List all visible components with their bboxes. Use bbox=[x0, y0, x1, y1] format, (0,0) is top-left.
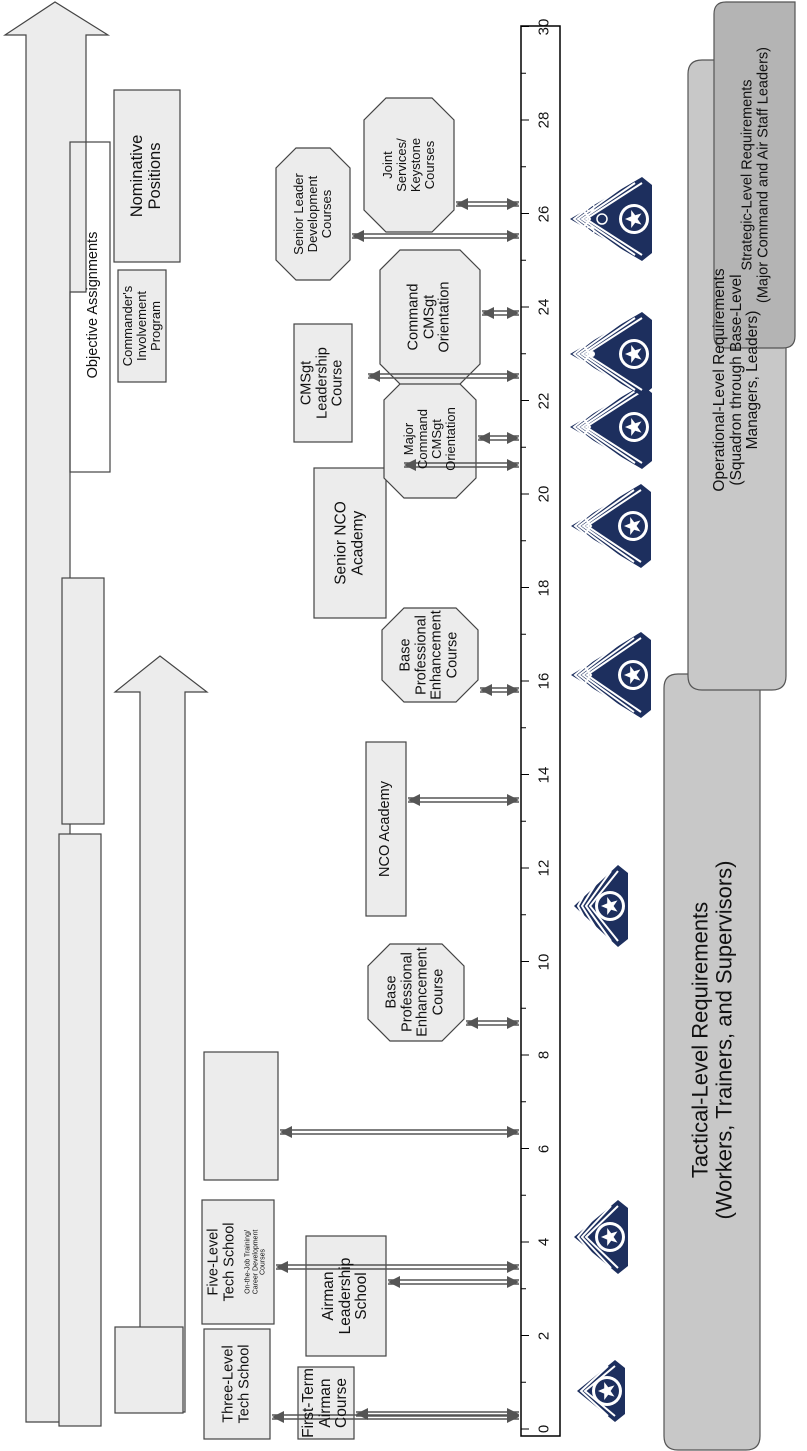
timeline-tick-label: 14 bbox=[535, 766, 553, 783]
pre-service-box bbox=[114, 1326, 184, 1414]
five-level-box bbox=[201, 1199, 275, 1325]
base-pec-1-connector-head-start bbox=[466, 1017, 478, 1029]
major-command-cmsgt-octagon bbox=[383, 379, 477, 499]
five-level-subtitle-label: On-the-Job Training/ Career Development … bbox=[244, 1229, 267, 1295]
base-pec-2-octagon bbox=[381, 607, 479, 703]
senior-leader-dev-connector-head-start bbox=[352, 230, 364, 242]
first-term-airman-course-label: First-Term Airman Course bbox=[299, 1368, 351, 1438]
first-term-box bbox=[297, 1366, 355, 1440]
five-level-followup-box bbox=[203, 1051, 279, 1181]
objective-assignment-bar-mid bbox=[61, 577, 105, 825]
cmsgt-leadership-box bbox=[293, 323, 353, 443]
timeline-tick-label: 26 bbox=[535, 205, 553, 222]
strategic-level-band bbox=[713, 1, 796, 349]
command-cmsgt-connector-head-end bbox=[507, 307, 519, 319]
cmsgt-leadership-connector-head-end bbox=[507, 370, 519, 382]
nco-academy-label: NCO Academy bbox=[377, 781, 394, 877]
three-level-box bbox=[203, 1328, 271, 1440]
timeline-tick-label: 28 bbox=[535, 111, 553, 129]
timeline-tick-label: 18 bbox=[535, 579, 553, 596]
objective-assignments-box bbox=[69, 141, 111, 473]
senior-nco-academy-connector-head-end bbox=[507, 459, 519, 471]
chief-master-sergeant-of-the-air-force-insignia bbox=[565, 177, 652, 261]
timeline-tick-label: 2 bbox=[535, 1331, 553, 1340]
major-command-cmsgt-connector-head-end bbox=[507, 432, 519, 444]
airman-leadership-connector-head-end bbox=[507, 1276, 519, 1288]
base-pec-2-connector-head-start bbox=[480, 684, 492, 696]
timeline-tick-label: 22 bbox=[535, 392, 553, 409]
commanders-involvement-label: Commander's Involvement Program bbox=[119, 285, 164, 367]
senior-nco-academy-box bbox=[313, 467, 387, 619]
five-level-followup-connector-head-start bbox=[280, 1126, 292, 1138]
objective-assignment-bar-low bbox=[58, 833, 102, 1427]
three-level-connector-head-end bbox=[507, 1411, 519, 1423]
joint-services-keystone-label: Joint Services/ Keystone Courses bbox=[379, 137, 438, 193]
cmsgt-leadership-connector-head-start bbox=[368, 370, 380, 382]
tactical-level-label: Tactical-Level Requirements (Workers, Tr… bbox=[687, 860, 736, 1220]
tactical-level-band bbox=[663, 673, 761, 1451]
base-pec-1-label: Base Professional Enhancement Course bbox=[383, 947, 447, 1037]
nco-academy-box bbox=[365, 741, 407, 917]
airman-leadership-box bbox=[305, 1235, 387, 1357]
three-level-tech-school-label: Three-Level Tech School bbox=[220, 1344, 252, 1424]
timeline-tick-label: 20 bbox=[535, 485, 553, 503]
timeline-tick-label: 16 bbox=[535, 672, 553, 690]
timeline-tick-label: 8 bbox=[535, 1050, 553, 1060]
timeline-tick-label: 10 bbox=[535, 953, 553, 970]
senior-leader-development-label: Senior Leader Development Courses bbox=[290, 173, 335, 255]
technical-sergeant-insignia bbox=[574, 865, 628, 947]
major-command-cmsgt-connector-head-start bbox=[478, 432, 490, 444]
base-pec-2-connector-head-end bbox=[507, 684, 519, 696]
five-level-followup-connector-head-end bbox=[507, 1126, 519, 1138]
senior-master-sergeant-insignia bbox=[566, 484, 651, 568]
rank-insignia-group bbox=[565, 177, 652, 1422]
timeline-tick-marks bbox=[521, 26, 529, 1430]
joint-services-octagon bbox=[363, 97, 455, 233]
five-level-connector-head-end bbox=[507, 1261, 519, 1273]
commanders-involvement-box bbox=[117, 269, 167, 383]
joint-services-connector-head-end bbox=[507, 198, 519, 210]
major-command-cmsgt-orientation-label: Major Command CMSgt Orientation bbox=[400, 407, 459, 471]
staff-sergeant-insignia bbox=[574, 1200, 628, 1274]
three-level-connector-head-start bbox=[272, 1411, 284, 1423]
airman-leadership-connector-head-start bbox=[388, 1276, 400, 1288]
nco-academy-connector-head-start bbox=[408, 794, 420, 806]
mid-career-arrow bbox=[113, 655, 209, 1413]
timeline-tick-label: 4 bbox=[535, 1237, 553, 1247]
cmsgt-leadership-course-label: CMSgt Leadership Course bbox=[298, 347, 346, 419]
strategic-level-label: Strategic-Level Requirements (Major Comm… bbox=[739, 47, 771, 304]
senior-airman-insignia bbox=[577, 1360, 625, 1422]
command-cmsgt-orientation-label: Command CMSgt Orientation bbox=[405, 281, 453, 353]
nominative-positions-label: Nominative Positions bbox=[128, 134, 164, 218]
command-chief-master-sergeant-insignia bbox=[565, 312, 652, 396]
five-level-tech-school-label: Five-Level Tech School bbox=[205, 1222, 237, 1302]
objective-assignments-label: Objective Assignments bbox=[85, 231, 102, 379]
first-term-connector-head-start bbox=[356, 1408, 368, 1420]
senior-nco-academy-label: Senior NCO Academy bbox=[332, 501, 366, 585]
timeline-tick-label: 30 bbox=[535, 18, 553, 35]
master-sergeant-insignia bbox=[566, 632, 651, 718]
connector-arrows bbox=[272, 198, 519, 1423]
timeline-tick-label: 24 bbox=[535, 298, 553, 316]
nco-academy-connector-head-end bbox=[507, 794, 519, 806]
timeline-tick-label: 12 bbox=[535, 859, 553, 877]
command-cmsgt-octagon bbox=[379, 249, 481, 385]
senior-leader-dev-connector-head-end bbox=[507, 230, 519, 242]
airman-leadership-school-label: Airman Leadership School bbox=[319, 1257, 371, 1335]
base-pec-2-label: Base Professional Enhancement Course bbox=[397, 610, 461, 700]
timeline-tick-label: 0 bbox=[535, 1424, 553, 1434]
nominative-positions-box bbox=[113, 89, 181, 263]
senior-leader-dev-octagon bbox=[275, 147, 351, 281]
command-cmsgt-connector-head-start bbox=[482, 307, 494, 319]
timeline-strip bbox=[520, 25, 561, 1437]
chief-master-sergeant-insignia bbox=[565, 385, 652, 469]
base-pec-1-connector-head-end bbox=[507, 1017, 519, 1029]
base-pec-1-octagon bbox=[367, 943, 465, 1042]
senior-nco-academy-connector-head-start bbox=[404, 459, 416, 471]
joint-services-connector-head-start bbox=[456, 198, 468, 210]
five-level-connector-head-start bbox=[276, 1261, 288, 1273]
timeline-tick-label: 6 bbox=[535, 1144, 553, 1153]
